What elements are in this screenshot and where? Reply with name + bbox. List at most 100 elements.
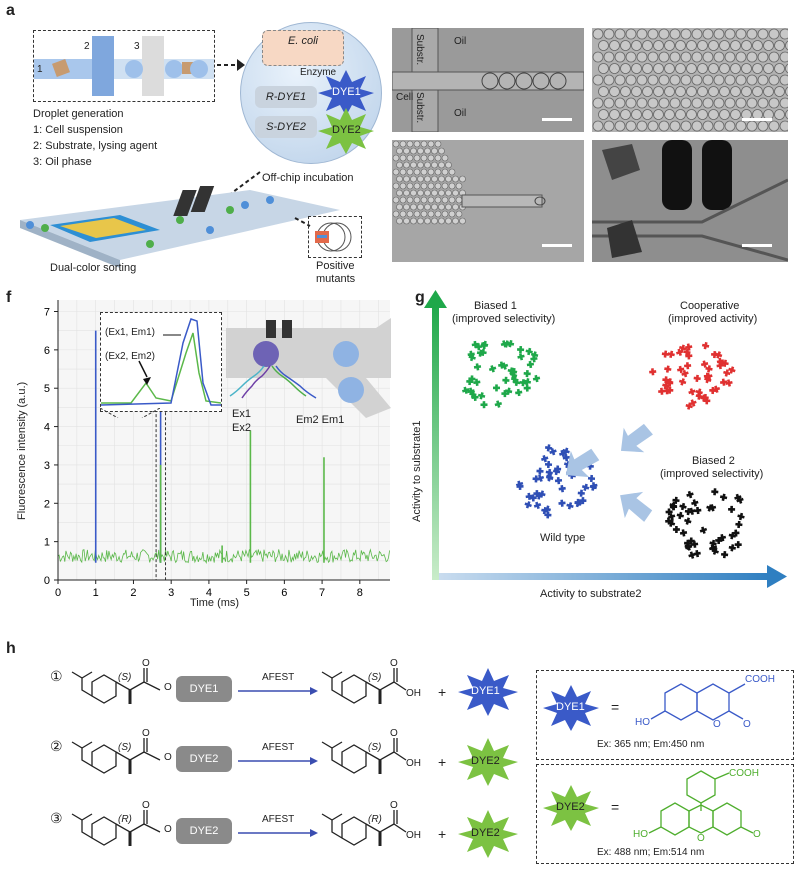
- scatter-point: [737, 512, 745, 521]
- scatter-point: [719, 378, 728, 386]
- droplet: [609, 109, 620, 120]
- scatter-point: [686, 490, 694, 499]
- droplet: [592, 51, 604, 63]
- dye1-box-burst-icon: [543, 685, 599, 731]
- scale-bar-c: [742, 118, 772, 121]
- droplet: [434, 196, 442, 204]
- droplet: [448, 168, 456, 176]
- droplet: [713, 97, 725, 109]
- droplet: [691, 51, 703, 63]
- droplet: [785, 40, 788, 51]
- scatter-point: [532, 475, 540, 483]
- droplet: [434, 210, 442, 218]
- reactant-dye-chip: DYE2: [176, 746, 232, 772]
- droplet: [702, 51, 714, 63]
- droplet: [697, 109, 708, 120]
- dye2-cooh-label: COOH: [729, 768, 759, 779]
- micro-b-label-oil-bottom: Oil: [454, 108, 467, 119]
- y-tick-label: 2: [44, 498, 50, 510]
- droplet: [642, 63, 653, 74]
- panel-label-g: g: [415, 289, 425, 306]
- scatter-point: [678, 344, 687, 352]
- dye1-keto-o-label: O: [743, 719, 751, 730]
- droplet: [614, 51, 626, 63]
- y-tick-label: 5: [44, 383, 50, 395]
- reaction-number: ①: [50, 668, 63, 684]
- droplet: [448, 210, 456, 218]
- droplet: [603, 120, 615, 132]
- droplet: [592, 97, 604, 109]
- droplet: [768, 120, 780, 132]
- droplet: [609, 63, 620, 74]
- scatter-point: [493, 384, 500, 392]
- droplet: [686, 40, 697, 51]
- group-subtitle-cooperative: (improved activity): [668, 313, 758, 325]
- scatter-point: [519, 379, 527, 387]
- droplet: [424, 175, 431, 183]
- droplet: [403, 147, 410, 155]
- g-x-axis-bar: [439, 573, 769, 580]
- droplet-item-2: 2: Substrate, lysing agent: [33, 140, 158, 152]
- droplet: [625, 97, 637, 109]
- y-tick-label: 4: [44, 422, 50, 434]
- x-tick-label: 3: [168, 587, 174, 599]
- micrograph-c: [592, 28, 788, 132]
- droplet: [642, 40, 653, 51]
- droplet: [441, 168, 449, 176]
- scatter-point: [719, 493, 728, 501]
- droplet: [420, 168, 428, 176]
- droplet: [724, 97, 736, 109]
- scatter-point: [566, 502, 574, 510]
- scatter-point: [494, 400, 503, 408]
- droplet: [534, 196, 546, 206]
- dye1-burst-icon: [318, 70, 374, 116]
- product-dye-label: DYE2: [471, 755, 500, 767]
- stereo-label-reactant: (R): [118, 814, 132, 825]
- droplet: [752, 86, 763, 97]
- scatter-point: [523, 384, 531, 392]
- ibuprofen-ester-structure: [71, 738, 161, 774]
- droplet: [620, 109, 631, 120]
- droplet: [636, 28, 648, 40]
- x-tick-label: 6: [281, 587, 287, 599]
- droplet: [413, 168, 421, 176]
- scatter-point: [667, 519, 676, 528]
- droplet: [396, 147, 403, 155]
- droplet: [609, 40, 620, 51]
- droplet: [452, 189, 459, 197]
- ester-carbonyl-o-label: O: [142, 800, 150, 811]
- ecoli-label: E. coli: [288, 35, 318, 47]
- droplet: [713, 51, 725, 63]
- droplet: [413, 196, 421, 204]
- micrograph-b: Substr. Oil Cell Substr. Oil: [392, 28, 584, 132]
- schematic-label-ex1: Ex1: [232, 408, 251, 420]
- scatter-point: [554, 476, 563, 485]
- droplet: [785, 109, 788, 120]
- droplet: [620, 40, 631, 51]
- droplet: [434, 154, 442, 162]
- droplet: [410, 147, 417, 155]
- scatter-point: [532, 374, 541, 383]
- droplet: [735, 74, 747, 86]
- droplet: [779, 74, 788, 86]
- product-dye-burst-icon: [458, 810, 518, 858]
- channel-number-1: 1: [37, 64, 43, 75]
- droplet: [768, 51, 780, 63]
- chart-g-ylabel: Activity to substrate1: [411, 420, 423, 523]
- droplet: [768, 74, 780, 86]
- droplet: [410, 161, 417, 169]
- scatter-point: [694, 506, 702, 515]
- scatter-point: [545, 468, 553, 477]
- scatter-point: [720, 550, 729, 559]
- droplet: [757, 74, 769, 86]
- channel: [461, 194, 543, 208]
- scatter-point: [538, 490, 546, 498]
- stereo-label-product: (S): [368, 672, 382, 683]
- reaction-arrow-icon: [238, 829, 318, 837]
- droplet: [713, 28, 725, 40]
- dye2-keto-o-label: O: [753, 829, 761, 840]
- dye2-burst-label: DYE2: [332, 124, 361, 136]
- droplet: [438, 147, 445, 155]
- droplet: [406, 196, 414, 204]
- droplet: [431, 217, 438, 225]
